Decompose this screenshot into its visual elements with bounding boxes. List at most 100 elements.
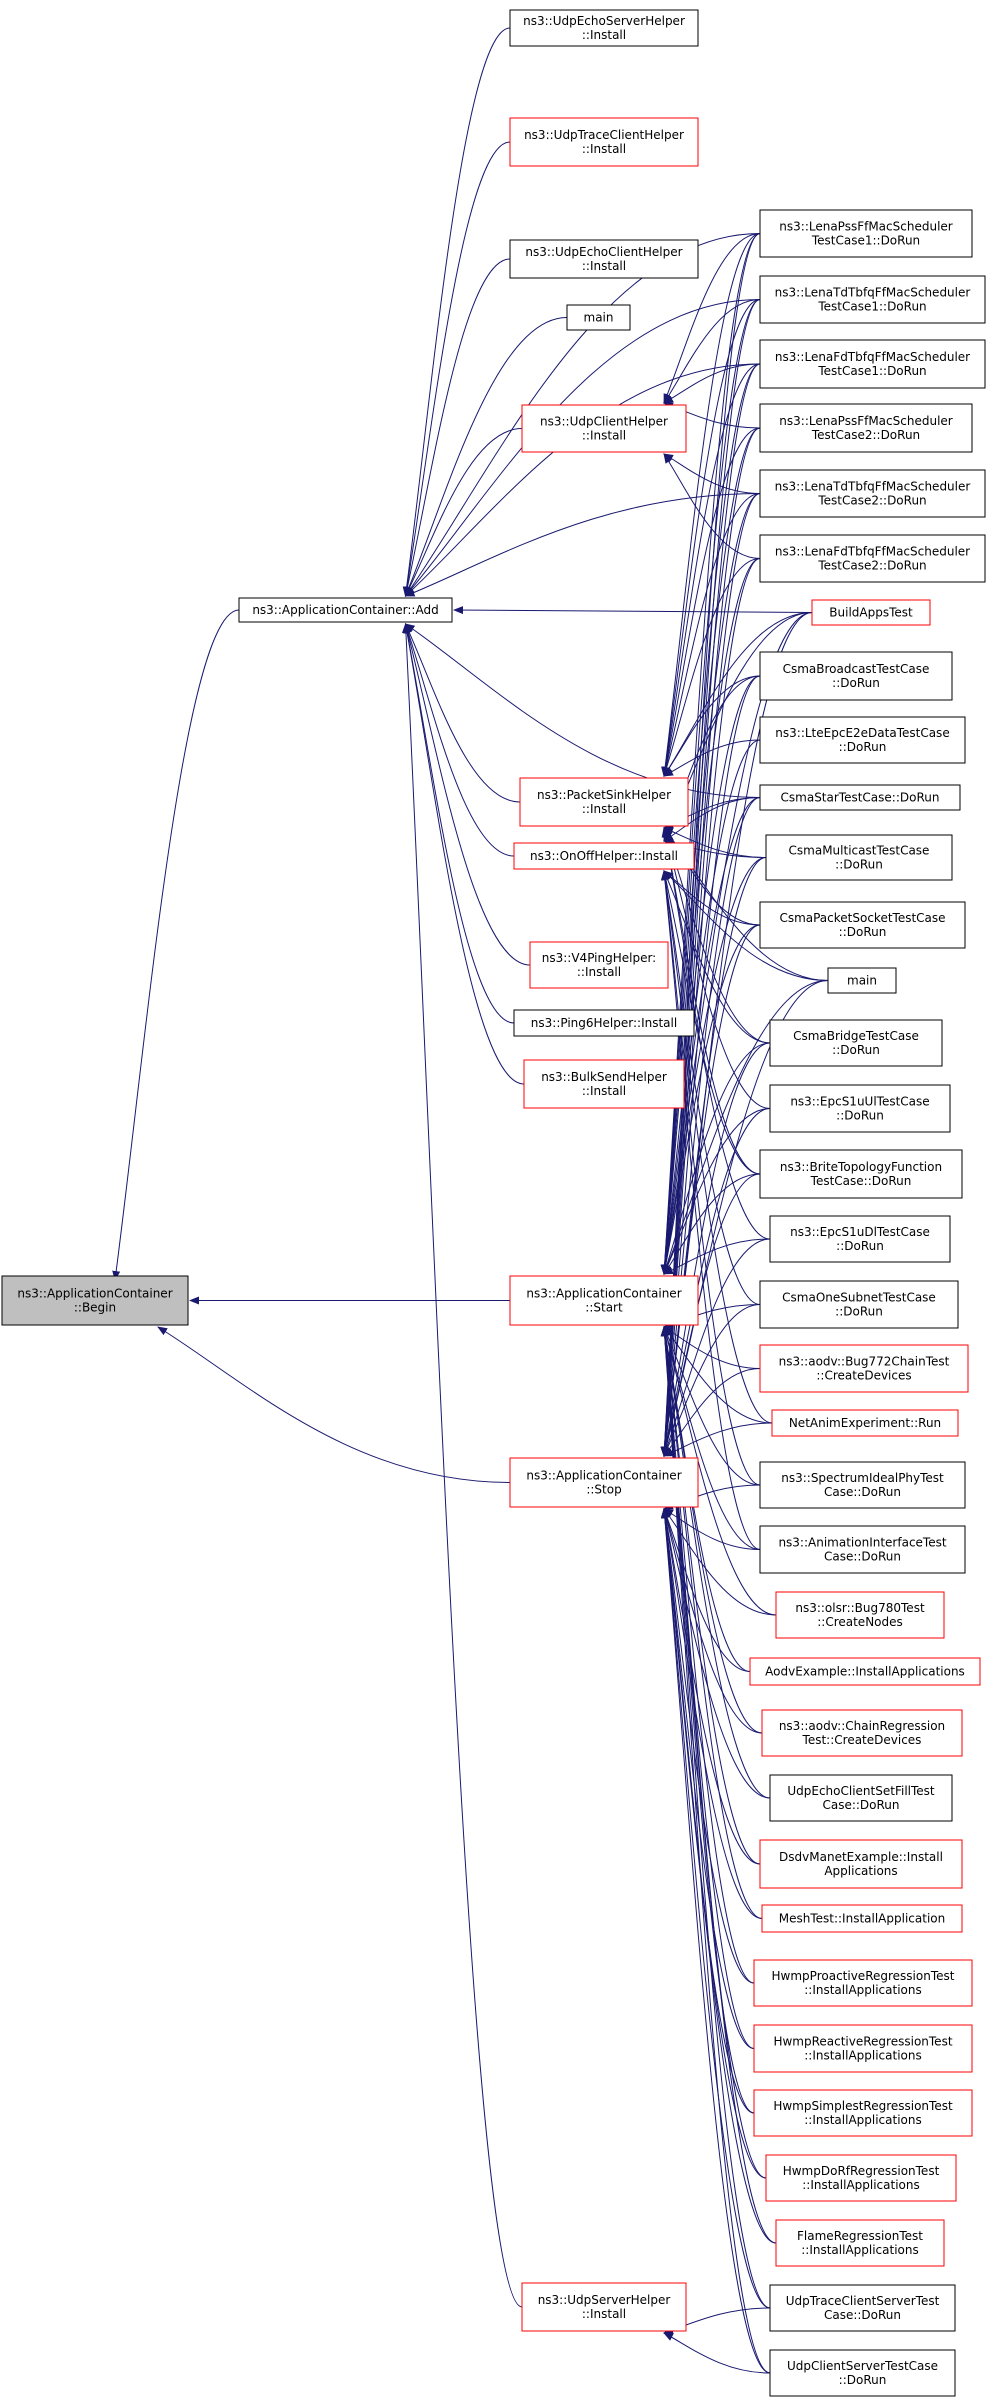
node-packetsink[interactable]: ns3::PacketSinkHelper::Install bbox=[519, 777, 689, 827]
node-box-packetsink[interactable] bbox=[519, 777, 689, 827]
node-box-main2[interactable] bbox=[827, 967, 897, 994]
node-epcdl[interactable]: ns3::EpcS1uDlTestCase::DoRun bbox=[769, 1215, 951, 1263]
node-box-ltee2e[interactable] bbox=[759, 716, 966, 764]
node-box-ltd2[interactable] bbox=[759, 469, 986, 518]
node-box-csmabridge[interactable] bbox=[769, 1019, 943, 1067]
node-box-begin[interactable] bbox=[1, 1275, 189, 1326]
node-aodvex[interactable]: AodvExample::InstallApplications bbox=[749, 1657, 981, 1686]
node-buildapps[interactable]: BuildAppsTest bbox=[811, 599, 931, 626]
node-csmaone[interactable]: CsmaOneSubnetTestCase::DoRun bbox=[759, 1280, 959, 1329]
node-box-lfd1[interactable] bbox=[759, 339, 986, 389]
node-box-netanim[interactable] bbox=[771, 1409, 959, 1437]
node-box-meshtest[interactable] bbox=[761, 1904, 963, 1933]
node-start[interactable]: ns3::ApplicationContainer::Start bbox=[509, 1275, 699, 1326]
node-ltd1[interactable]: ns3::LenaTdTbfqFfMacSchedulerTestCase1::… bbox=[759, 275, 986, 324]
node-box-buildapps[interactable] bbox=[811, 599, 931, 626]
node-box-flame[interactable] bbox=[775, 2219, 945, 2267]
node-box-aodvex[interactable] bbox=[749, 1657, 981, 1686]
node-box-olsr[interactable] bbox=[775, 1591, 945, 1639]
node-box-hwmppro[interactable] bbox=[753, 1959, 973, 2007]
node-hwmpsimp[interactable]: HwmpSimplestRegressionTest::InstallAppli… bbox=[753, 2089, 973, 2137]
node-bulksend[interactable]: ns3::BulkSendHelper::Install bbox=[523, 1059, 685, 1109]
node-box-bug772[interactable] bbox=[759, 1344, 969, 1393]
node-lpss2[interactable]: ns3::LenaPssFfMacSchedulerTestCase2::DoR… bbox=[759, 403, 973, 453]
node-box-csmamcast[interactable] bbox=[765, 834, 953, 881]
node-brite[interactable]: ns3::BriteTopologyFunctionTestCase::DoRu… bbox=[759, 1149, 963, 1199]
node-netanim[interactable]: NetAnimExperiment::Run bbox=[771, 1409, 959, 1437]
node-box-lfd2[interactable] bbox=[759, 534, 986, 583]
node-udpserver[interactable]: ns3::UdpServerHelper::Install bbox=[521, 2282, 687, 2332]
node-ltd2[interactable]: ns3::LenaTdTbfqFfMacSchedulerTestCase2::… bbox=[759, 469, 986, 518]
node-main2[interactable]: main bbox=[827, 967, 897, 994]
node-csmapkt[interactable]: CsmaPacketSocketTestCase::DoRun bbox=[759, 901, 966, 949]
node-udpcs[interactable]: UdpClientServerTestCase::DoRun bbox=[769, 2349, 956, 2397]
node-box-epcul[interactable] bbox=[769, 1084, 951, 1133]
node-box-epcdl[interactable] bbox=[769, 1215, 951, 1263]
node-box-aodvchain[interactable] bbox=[761, 1709, 963, 1757]
node-box-ltd1[interactable] bbox=[759, 275, 986, 324]
node-lfd2[interactable]: ns3::LenaFdTbfqFfMacSchedulerTestCase2::… bbox=[759, 534, 986, 583]
node-hwmpdorf[interactable]: HwmpDoRfRegressionTest::InstallApplicati… bbox=[765, 2154, 957, 2202]
node-stop[interactable]: ns3::ApplicationContainer::Stop bbox=[509, 1457, 699, 1508]
node-ltee2e[interactable]: ns3::LteEpcE2eDataTestCase::DoRun bbox=[759, 716, 966, 764]
node-box-bulksend[interactable] bbox=[523, 1059, 685, 1109]
node-box-udpserver[interactable] bbox=[521, 2282, 687, 2332]
node-box-v4ping[interactable] bbox=[529, 941, 669, 989]
node-csmamcast[interactable]: CsmaMulticastTestCase::DoRun bbox=[765, 834, 953, 881]
node-epcul[interactable]: ns3::EpcS1uUlTestCase::DoRun bbox=[769, 1084, 951, 1133]
node-begin[interactable]: ns3::ApplicationContainer::Begin bbox=[1, 1275, 189, 1326]
node-v4ping[interactable]: ns3::V4PingHelper:::Install bbox=[529, 941, 669, 989]
node-box-start[interactable] bbox=[509, 1275, 699, 1326]
node-box-add[interactable] bbox=[238, 597, 453, 623]
node-box-dsdv[interactable] bbox=[759, 1839, 963, 1889]
node-flame[interactable]: FlameRegressionTest::InstallApplications bbox=[775, 2219, 945, 2267]
node-add[interactable]: ns3::ApplicationContainer::Add bbox=[238, 597, 453, 623]
node-onoff[interactable]: ns3::OnOffHelper::Install bbox=[513, 842, 695, 870]
node-box-hwmpre[interactable] bbox=[753, 2024, 973, 2073]
node-box-csmabcast[interactable] bbox=[759, 651, 953, 701]
node-main1[interactable]: main bbox=[566, 304, 631, 331]
node-box-ping6[interactable] bbox=[513, 1009, 695, 1037]
node-aodvchain[interactable]: ns3::aodv::ChainRegressionTest::CreateDe… bbox=[761, 1709, 963, 1757]
node-box-hwmpdorf[interactable] bbox=[765, 2154, 957, 2202]
node-box-echoserver[interactable] bbox=[509, 9, 699, 47]
node-csmabridge[interactable]: CsmaBridgeTestCase::DoRun bbox=[769, 1019, 943, 1067]
node-box-hwmpsimp[interactable] bbox=[753, 2089, 973, 2137]
node-echoserver[interactable]: ns3::UdpEchoServerHelper::Install bbox=[509, 9, 699, 47]
node-hwmpre[interactable]: HwmpReactiveRegressionTest::InstallAppli… bbox=[753, 2024, 973, 2073]
node-box-udpclient[interactable] bbox=[521, 404, 687, 453]
node-box-brite[interactable] bbox=[759, 1149, 963, 1199]
node-echoclient[interactable]: ns3::UdpEchoClientHelper::Install bbox=[509, 239, 699, 279]
node-dsdv[interactable]: DsdvManetExample::InstallApplications bbox=[759, 1839, 963, 1889]
node-box-main1[interactable] bbox=[566, 304, 631, 331]
node-csmastar[interactable]: CsmaStarTestCase::DoRun bbox=[759, 784, 961, 811]
node-box-udpcs[interactable] bbox=[769, 2349, 956, 2397]
node-box-spectrum[interactable] bbox=[759, 1461, 966, 1509]
node-box-onoff[interactable] bbox=[513, 842, 695, 870]
node-udpclient[interactable]: ns3::UdpClientHelper::Install bbox=[521, 404, 687, 453]
node-box-traceclient[interactable] bbox=[509, 117, 699, 167]
node-meshtest[interactable]: MeshTest::InstallApplication bbox=[761, 1904, 963, 1933]
node-box-animif[interactable] bbox=[759, 1525, 966, 1574]
node-lpss1[interactable]: ns3::LenaPssFfMacSchedulerTestCase1::DoR… bbox=[759, 209, 973, 258]
node-box-csmapkt[interactable] bbox=[759, 901, 966, 949]
node-box-stop[interactable] bbox=[509, 1457, 699, 1508]
node-box-lpss2[interactable] bbox=[759, 403, 973, 453]
node-box-udptracecs[interactable] bbox=[769, 2284, 956, 2332]
node-box-csmaone[interactable] bbox=[759, 1280, 959, 1329]
node-box-lpss1[interactable] bbox=[759, 209, 973, 258]
node-csmabcast[interactable]: CsmaBroadcastTestCase::DoRun bbox=[759, 651, 953, 701]
node-bug772[interactable]: ns3::aodv::Bug772ChainTest::CreateDevice… bbox=[759, 1344, 969, 1393]
node-traceclient[interactable]: ns3::UdpTraceClientHelper::Install bbox=[509, 117, 699, 167]
node-box-echofill[interactable] bbox=[769, 1774, 953, 1822]
node-olsr[interactable]: ns3::olsr::Bug780Test::CreateNodes bbox=[775, 1591, 945, 1639]
node-lfd1[interactable]: ns3::LenaFdTbfqFfMacSchedulerTestCase1::… bbox=[759, 339, 986, 389]
node-ping6[interactable]: ns3::Ping6Helper::Install bbox=[513, 1009, 695, 1037]
node-hwmppro[interactable]: HwmpProactiveRegressionTest::InstallAppl… bbox=[753, 1959, 973, 2007]
node-box-echoclient[interactable] bbox=[509, 239, 699, 279]
node-box-csmastar[interactable] bbox=[759, 784, 961, 811]
